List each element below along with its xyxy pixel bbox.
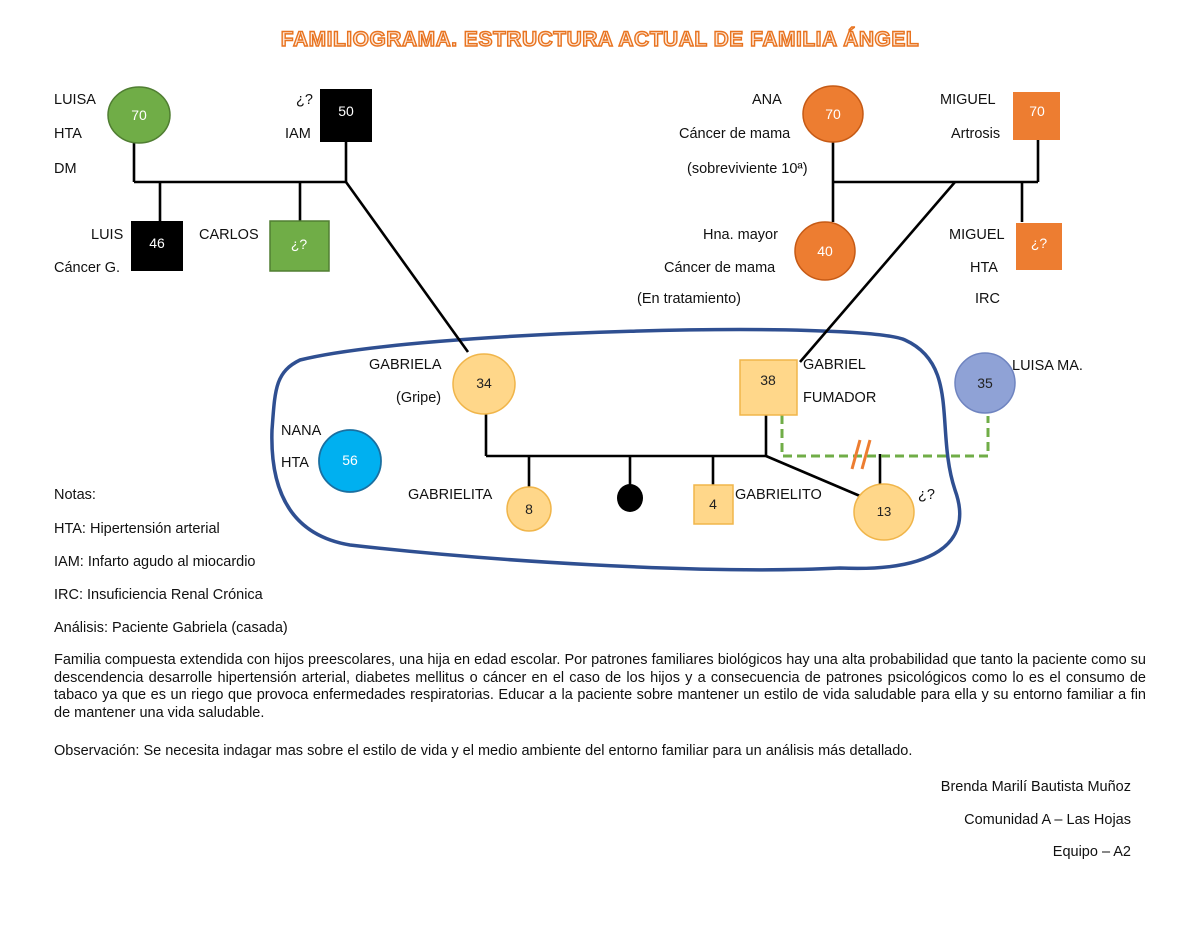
page-title: FAMILIOGRAMA. ESTRUCTURA ACTUAL DE FAMIL… xyxy=(280,27,920,51)
household-enclosure xyxy=(270,327,962,572)
label-gabriel-smoker: FUMADOR xyxy=(803,390,877,406)
age-label: 40 xyxy=(817,243,833,259)
label-child-unknown: ¿? xyxy=(918,487,935,503)
note-hta: HTA: Hipertensión arterial xyxy=(54,521,220,537)
signature-community: Comunidad A – Las Hojas xyxy=(964,812,1131,828)
label-gabrielita: GABRIELITA xyxy=(408,487,493,503)
age-label: 70 xyxy=(825,106,841,122)
label-gabriela-gripe: (Gripe) xyxy=(396,390,442,406)
age-label: 46 xyxy=(149,235,165,251)
separation-mark xyxy=(850,439,872,470)
member-gabrielita: 8 xyxy=(506,486,552,532)
label-luis-cancer: Cáncer G. xyxy=(54,260,121,276)
dashed-link xyxy=(780,415,990,458)
label-nana: NANA xyxy=(281,423,322,439)
label-luisa-hta: HTA xyxy=(54,126,82,142)
label-grandfather-unknown: ¿? xyxy=(296,92,313,108)
label-miguel-artrosis: Artrosis xyxy=(951,126,1001,142)
age-label: 8 xyxy=(525,501,533,517)
age-label: 50 xyxy=(338,103,354,119)
age-label: 13 xyxy=(877,504,891,519)
member-gabrielito: 4 xyxy=(693,484,734,525)
label-miguel-hta: HTA xyxy=(970,260,998,276)
member-gabriel: 38 xyxy=(739,359,798,416)
label-luis: LUIS xyxy=(91,227,124,243)
label-nana-hta: HTA xyxy=(281,455,309,471)
age-label: 35 xyxy=(977,375,993,391)
signature-name: Brenda Marilí Bautista Muñoz xyxy=(940,779,1131,795)
age-label: ¿? xyxy=(291,236,308,252)
label-luisa: LUISA xyxy=(54,92,96,108)
age-label: 70 xyxy=(1029,103,1045,119)
label-ana-cancer: Cáncer de mama xyxy=(679,126,791,142)
label-hna-cancer: Cáncer de mama xyxy=(664,260,776,276)
label-grandfather-iam: IAM xyxy=(285,126,311,142)
analysis-paragraph: Familia compuesta extendida con hijos pr… xyxy=(54,652,1146,721)
member-nana: 56 xyxy=(318,429,382,493)
member-ana: 70 xyxy=(802,85,864,143)
label-miguel-irc: IRC xyxy=(975,291,1000,307)
member-luisa-ma: 35 xyxy=(954,352,1016,414)
notes-heading: Notas: xyxy=(54,487,96,503)
label-hna-mayor: Hna. mayor xyxy=(703,227,778,243)
member-child-13: 13 xyxy=(853,483,915,541)
label-hna-treatment: (En tratamiento) xyxy=(637,291,741,307)
age-label: 56 xyxy=(342,452,358,468)
label-miguel-grandfather: MIGUEL xyxy=(940,92,996,108)
member-carlos: ¿? xyxy=(269,220,330,272)
signature-team: Equipo – A2 xyxy=(1052,844,1131,860)
member-luis: 46 xyxy=(131,221,183,271)
label-gabriel: GABRIEL xyxy=(803,357,866,373)
age-label: 4 xyxy=(709,496,717,512)
member-hna-mayor: 40 xyxy=(794,221,856,281)
member-paternal-grandfather: 50 xyxy=(320,89,372,142)
age-label: 34 xyxy=(476,375,492,391)
member-miguel: ¿? xyxy=(1016,223,1062,270)
age-label: ¿? xyxy=(1031,235,1048,251)
label-gabriela: GABRIELA xyxy=(369,357,442,373)
label-ana: ANA xyxy=(752,92,782,108)
label-luisa-dm: DM xyxy=(54,161,77,177)
label-carlos: CARLOS xyxy=(199,227,259,243)
member-miguel-grandfather: 70 xyxy=(1013,92,1060,140)
label-miguel: MIGUEL xyxy=(949,227,1005,243)
age-label: 38 xyxy=(760,372,776,388)
member-gabriela: 34 xyxy=(452,353,516,415)
note-iam: IAM: Infarto agudo al miocardio xyxy=(54,554,256,570)
observation-paragraph: Observación: Se necesita indagar mas sob… xyxy=(54,743,913,759)
relationship-lines xyxy=(132,140,1040,498)
label-gabrielito: GABRIELITO xyxy=(735,487,822,503)
label-luisa-ma: LUISA MA. xyxy=(1012,358,1083,374)
age-label: 70 xyxy=(131,107,147,123)
note-irc: IRC: Insuficiencia Renal Crónica xyxy=(54,587,263,603)
member-deceased xyxy=(617,484,643,512)
label-ana-survivor: (sobreviviente 10ª) xyxy=(687,161,808,177)
note-analisis: Análisis: Paciente Gabriela (casada) xyxy=(54,620,288,636)
member-luisa-grandmother: 70 xyxy=(107,86,171,144)
